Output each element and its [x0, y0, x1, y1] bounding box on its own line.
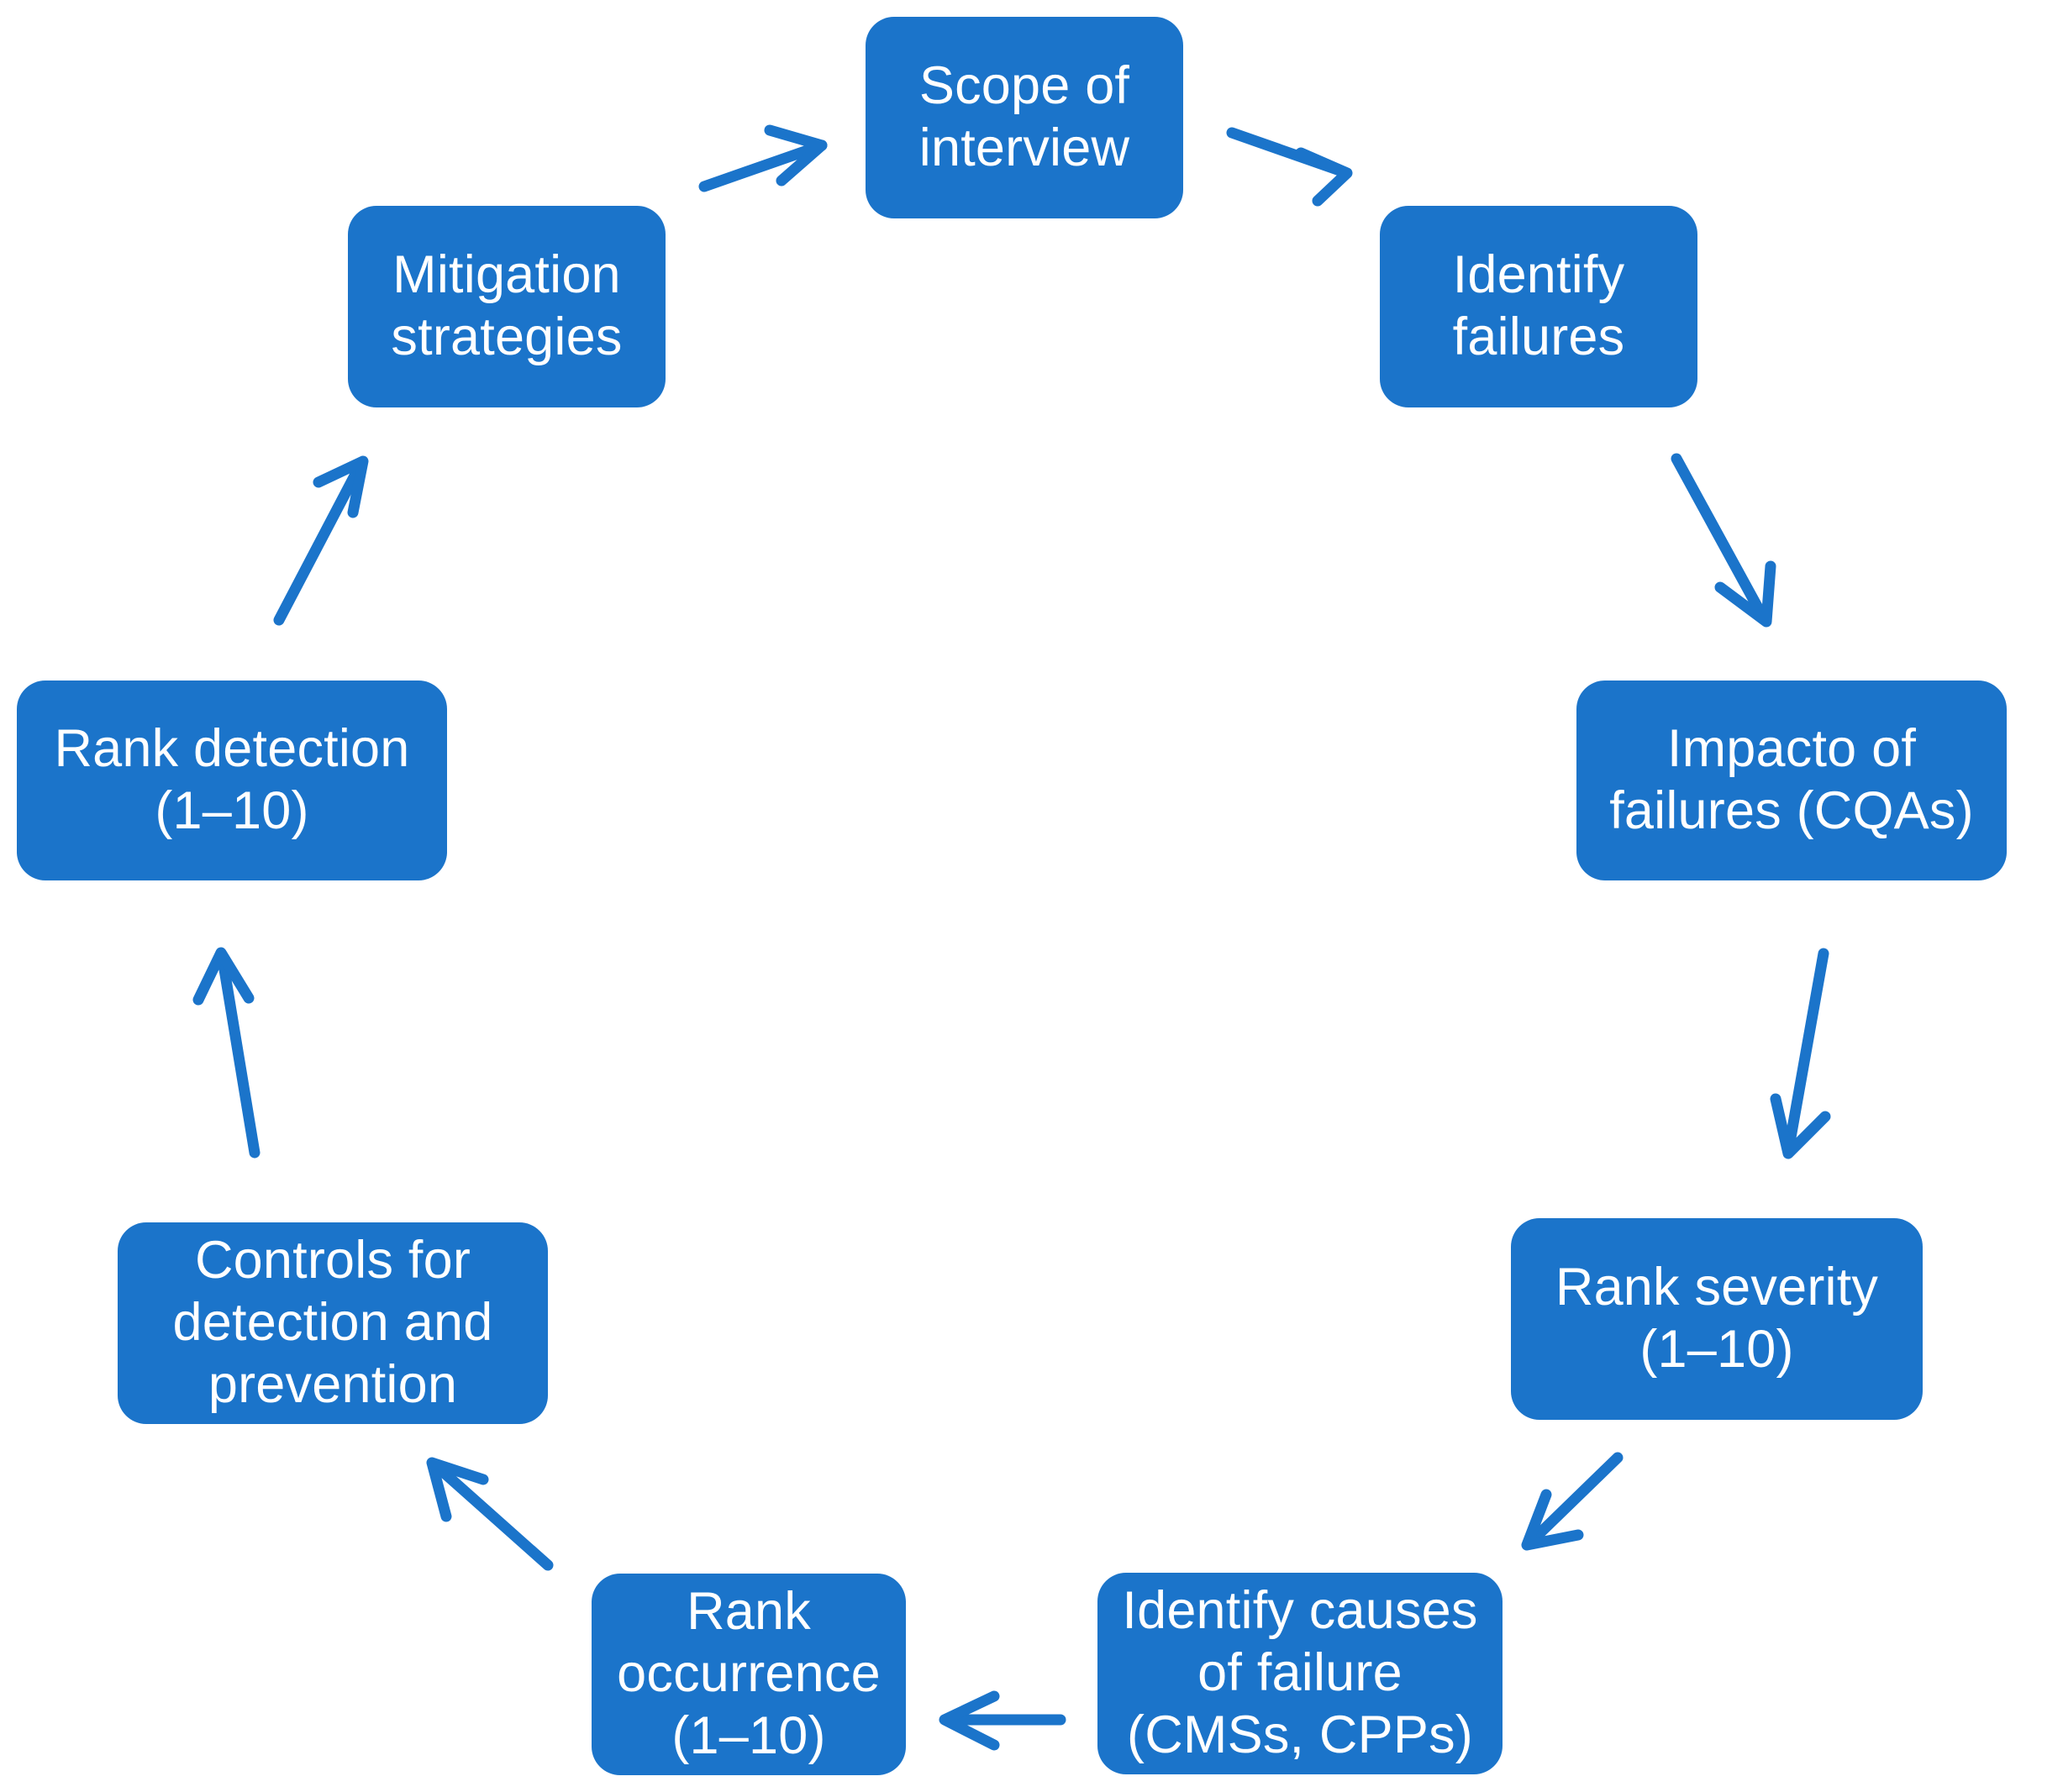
node-rank-severity[interactable]: Rank severity (1–10)	[1511, 1218, 1923, 1420]
node-controls-for-detection-and-prevention-label: Controls for detection and prevention	[172, 1231, 493, 1414]
arrow-impact-to-rank-severity	[1770, 948, 1831, 1159]
arrow-rank-occurrence-to-controls	[426, 1457, 554, 1571]
node-rank-severity-label: Rank severity (1–10)	[1555, 1258, 1879, 1379]
node-rank-detection[interactable]: Rank detection (1–10)	[17, 681, 447, 880]
arrow-rank-detection-to-mitigation	[273, 455, 369, 626]
node-mitigation-strategies-label: Mitigation strategies	[391, 245, 623, 366]
node-impact-of-failures[interactable]: Impacto of failures (CQAs)	[1576, 681, 2007, 880]
node-identify-causes-of-failure-label: Identify causes of failure (CMSs, CPPs)	[1122, 1581, 1478, 1764]
arrow-scope-to-identify-failures	[1226, 127, 1353, 207]
node-impact-of-failures-label: Impacto of failures (CQAs)	[1609, 719, 1974, 840]
node-rank-occurrence[interactable]: Rank occurrence (1–10)	[592, 1574, 906, 1775]
node-rank-detection-label: Rank detection (1–10)	[54, 719, 410, 840]
arrow-identify-failures-to-impact	[1671, 453, 1776, 628]
node-mitigation-strategies[interactable]: Mitigation strategies	[348, 206, 666, 407]
arrow-controls-to-rank-detection	[192, 947, 261, 1159]
node-scope-of-interview-label: Scope of interview	[918, 56, 1130, 177]
node-identify-causes-of-failure[interactable]: Identify causes of failure (CMSs, CPPs)	[1097, 1573, 1503, 1774]
arrow-identify-causes-to-rank-occurrence	[939, 1690, 1066, 1751]
arrow-rank-severity-to-identify-causes	[1521, 1452, 1624, 1551]
arrow-mitigation-to-scope	[698, 124, 828, 192]
node-scope-of-interview[interactable]: Scope of interview	[866, 17, 1183, 218]
node-controls-for-detection-and-prevention[interactable]: Controls for detection and prevention	[118, 1222, 548, 1424]
node-rank-occurrence-label: Rank occurrence (1–10)	[617, 1582, 881, 1765]
node-identify-failures[interactable]: Identify failures	[1380, 206, 1697, 407]
node-identify-failures-label: Identify failures	[1452, 245, 1625, 366]
